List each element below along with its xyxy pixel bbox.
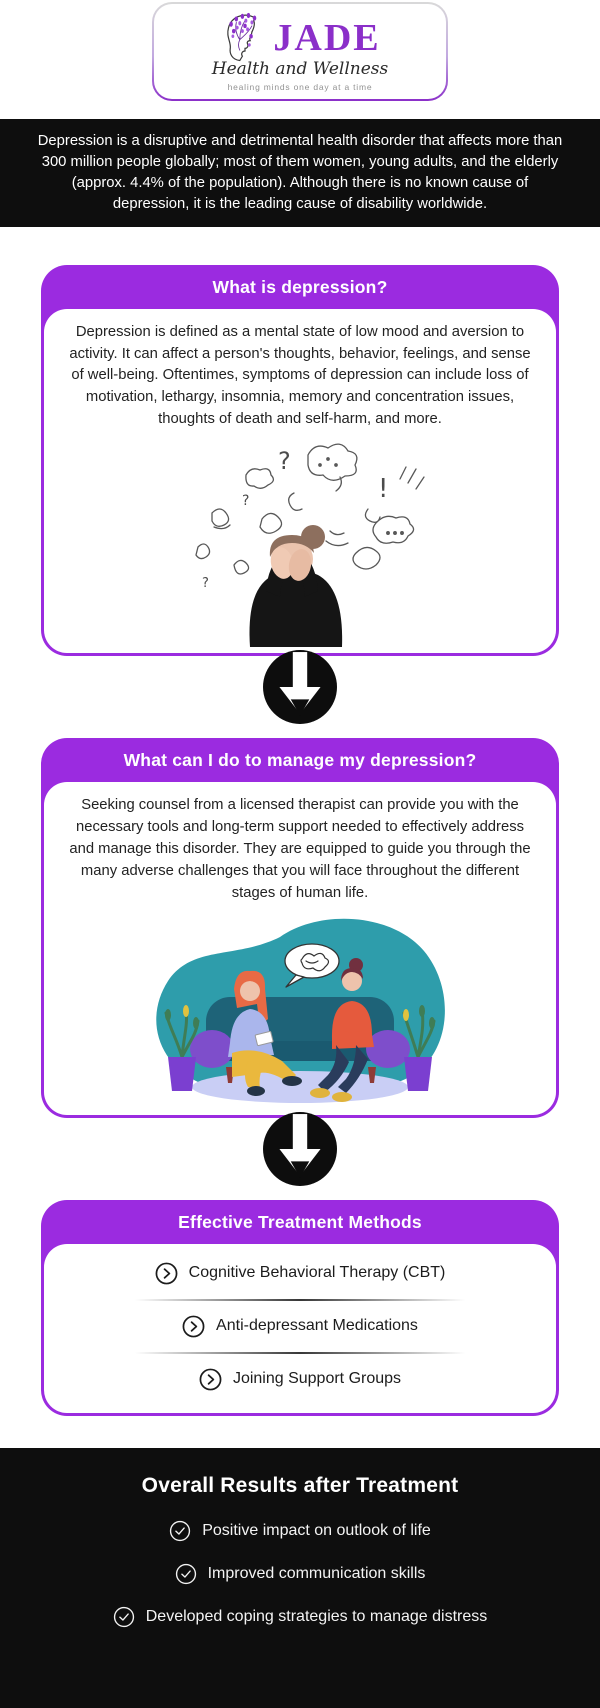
brand-tagline: healing minds one day at a time bbox=[227, 81, 373, 92]
chevron-circle-icon bbox=[199, 1368, 222, 1391]
doodle-exclaim: ! bbox=[378, 474, 388, 504]
overthinking-person bbox=[249, 525, 343, 648]
overthinking-illustration: ? ? ! ? bbox=[195, 443, 425, 648]
treatment-label: Joining Support Groups bbox=[232, 1370, 402, 1388]
result-item: Developed coping strategies to manage di… bbox=[113, 1606, 488, 1628]
result-label: Improved communication skills bbox=[207, 1564, 426, 1582]
doodle-question-mark-tiny: ? bbox=[202, 576, 209, 591]
down-arrow-icon bbox=[263, 1111, 337, 1186]
card-body: Cognitive Behavioral Therapy (CBT) Anti-… bbox=[44, 1243, 556, 1413]
card-what-is-depression: What is depression? Depression is define… bbox=[41, 264, 559, 657]
logo-row: JADE bbox=[219, 10, 380, 66]
doodle-question-mark: ? bbox=[278, 447, 291, 475]
flow-arrow-2 bbox=[0, 1111, 600, 1186]
treatment-label: Cognitive Behavioral Therapy (CBT) bbox=[188, 1264, 446, 1282]
card-text: Seeking counsel from a licensed therapis… bbox=[69, 797, 531, 901]
chevron-circle-icon bbox=[155, 1262, 178, 1285]
card-treatment-methods: Effective Treatment Methods Cognitive Be… bbox=[41, 1199, 559, 1416]
speech-bubble bbox=[284, 942, 340, 988]
card-title: What can I do to manage my depression? bbox=[123, 750, 477, 771]
head-with-tree-logo-icon bbox=[227, 12, 257, 62]
plant-left bbox=[164, 1004, 200, 1091]
intro-text: Depression is a disruptive and detriment… bbox=[37, 132, 563, 212]
plant-right bbox=[402, 1004, 436, 1091]
check-circle-icon bbox=[170, 1520, 191, 1541]
treatment-item: Anti-depressant Medications bbox=[62, 1315, 538, 1338]
card-manage-depression: What can I do to manage my depression? S… bbox=[41, 738, 559, 1118]
client-figure bbox=[310, 957, 374, 1102]
result-label: Positive impact on outlook of life bbox=[202, 1521, 431, 1539]
card-text: Depression is defined as a mental state … bbox=[69, 323, 531, 428]
doodle-question-mark-small: ? bbox=[242, 493, 249, 509]
flow-arrow-1 bbox=[0, 650, 600, 725]
card-title: Effective Treatment Methods bbox=[178, 1211, 422, 1232]
treatment-item: Joining Support Groups bbox=[62, 1368, 538, 1391]
result-item: Positive impact on outlook of life bbox=[169, 1520, 431, 1542]
results-section: Overall Results after Treatment Positive… bbox=[0, 1447, 600, 1708]
check-circle-icon bbox=[113, 1606, 134, 1627]
result-label: Developed coping strategies to manage di… bbox=[145, 1607, 488, 1625]
result-item: Improved communication skills bbox=[175, 1563, 426, 1585]
card-body: Depression is defined as a mental state … bbox=[44, 308, 556, 654]
down-arrow-icon bbox=[263, 650, 337, 725]
therapist-figure bbox=[228, 970, 302, 1096]
intro-banner: Depression is a disruptive and detriment… bbox=[0, 118, 600, 227]
brand-name: JADE bbox=[273, 17, 381, 59]
divider bbox=[135, 1298, 465, 1301]
chevron-circle-icon bbox=[182, 1315, 205, 1338]
brand-subtitle: Health and Wellness bbox=[211, 59, 389, 79]
card-body: Seeking counsel from a licensed therapis… bbox=[44, 782, 556, 1115]
card-title: What is depression? bbox=[212, 276, 388, 297]
treatment-item: Cognitive Behavioral Therapy (CBT) bbox=[62, 1262, 538, 1285]
logo-card-inner: JADE Health and Wellness healing minds o… bbox=[154, 4, 446, 99]
treatment-label: Anti-depressant Medications bbox=[216, 1317, 418, 1335]
therapy-session-illustration bbox=[156, 918, 445, 1103]
divider bbox=[135, 1351, 465, 1354]
results-title: Overall Results after Treatment bbox=[141, 1473, 459, 1497]
check-circle-icon bbox=[175, 1563, 196, 1584]
logo-card: JADE Health and Wellness healing minds o… bbox=[152, 2, 448, 101]
